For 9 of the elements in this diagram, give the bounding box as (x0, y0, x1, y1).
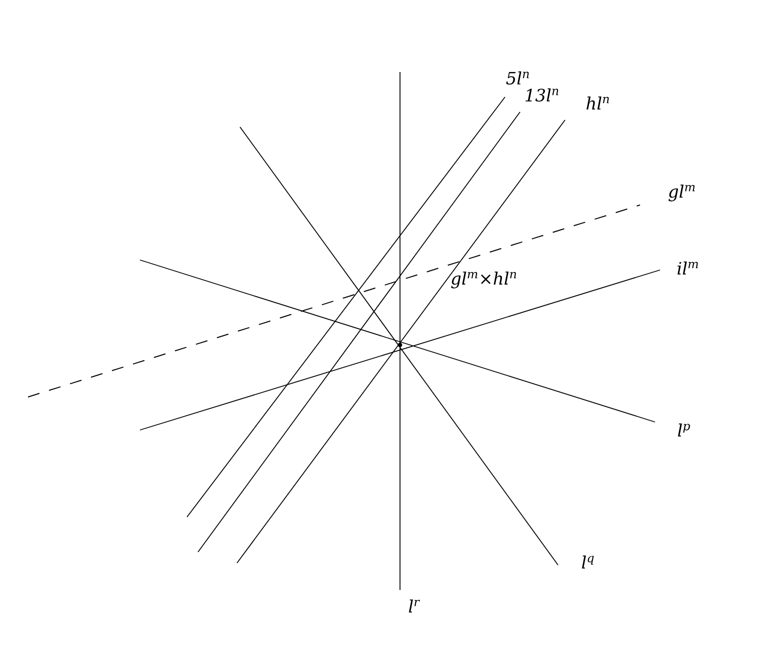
line-label: l$^{q}$ (582, 556, 594, 568)
line-label: gl$^{m}$ (668, 184, 695, 202)
line-label: il$^{m}$ (678, 262, 698, 274)
line-label: 5l$^{n}$ (506, 71, 529, 85)
line-label: hl$^{n}$ (586, 96, 609, 110)
line-label: l$^{r}$ (408, 600, 420, 612)
line-label: l$^{p}$ (678, 424, 690, 436)
line-label: 13l$^{n}$ (526, 88, 558, 102)
line-label: gl$^{m}$×hl$^{n}$ (451, 272, 516, 288)
